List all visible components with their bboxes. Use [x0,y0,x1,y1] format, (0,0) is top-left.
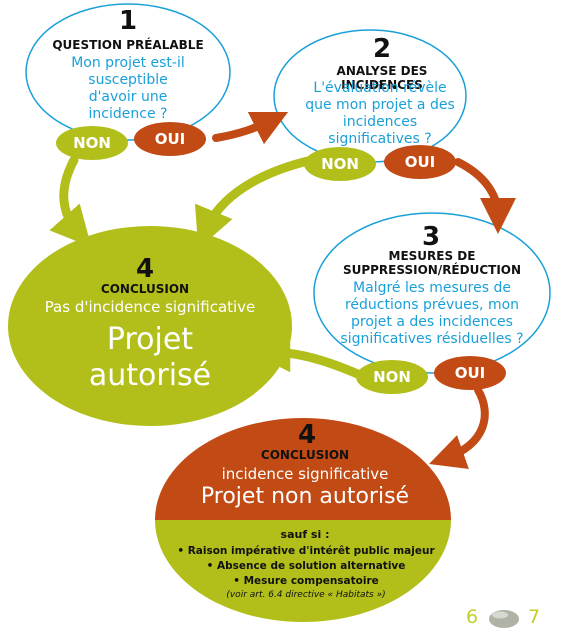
step2-yes-pill-shape [384,145,456,179]
step1-yes-pill-shape [134,122,206,156]
conclusion-ok-result-line2: autorisé [88,358,212,393]
step2-number: 2 [372,34,392,64]
conclusion-ok-result-line1: Projet [106,322,194,357]
exception-note: (voir art. 6.4 directive « Habitats ») [226,590,386,600]
step2-no-pill-shape [304,147,376,181]
step1-yes-button[interactable]: OUI [154,130,186,148]
step3-heading-line2: SUPPRESSION/RÉDUCTION [342,263,522,277]
step3-question: Malgré les mesures de réductions prévues… [340,280,524,347]
conclusion-ko-subtitle: incidence significative [221,465,389,483]
page-number-left: 6 [466,606,479,628]
step3-no-pill-shape [356,360,428,394]
arrow-step1-no [49,155,92,248]
step3-bubble [313,212,551,374]
step3-yes-pill-shape [434,356,506,390]
arrow-step2-yes [454,158,516,234]
conclusion-ok-bubble [8,226,292,426]
step2-yes-button[interactable]: OUI [404,153,436,171]
conclusion-ko-number: 4 [297,420,317,450]
exception-item-3: • Mesure compensatoire [233,575,379,587]
conclusion-ko-heading: CONCLUSION [260,448,350,462]
step1-bubble [25,3,231,141]
arrow-step2-no [195,155,317,249]
conclusion-ok-heading: CONCLUSION [100,282,190,296]
step3-yes-button[interactable]: OUI [454,364,486,382]
step2-no-button[interactable]: NON [321,155,359,173]
step1-heading: QUESTION PRÉALABLE [52,38,204,52]
exception-item-2: • Absence de solution alternative [206,560,406,572]
step2-question: L'évaluation révèle que mon projet a des… [305,80,455,147]
conclusion-ok-subtitle: Pas d'incidence significative [44,298,256,316]
exception-item-1: • Raison impérative d'intérêt public maj… [177,545,435,557]
conclusion-ko-result: Projet non autorisé [200,484,410,509]
step1-number: 1 [118,6,138,36]
step3-number: 3 [421,222,441,252]
step1-no-button[interactable]: NON [73,134,111,152]
arrow-step3-yes [429,386,489,470]
arrow-step1-yes [212,111,289,145]
conclusion-ok-number: 4 [135,254,155,284]
page-number-right: 7 [528,606,541,628]
step2-heading: ANALYSE DES INCIDENCES [336,64,428,92]
step3-no-button[interactable]: NON [373,368,411,386]
conclusion-ko-exception-title: sauf si : [280,528,330,541]
step3-heading-line1: MESURES DE [388,249,476,263]
step1-no-pill-shape [56,126,128,160]
step1-question: Mon projet est-il susceptible d'avoir un… [71,55,185,122]
